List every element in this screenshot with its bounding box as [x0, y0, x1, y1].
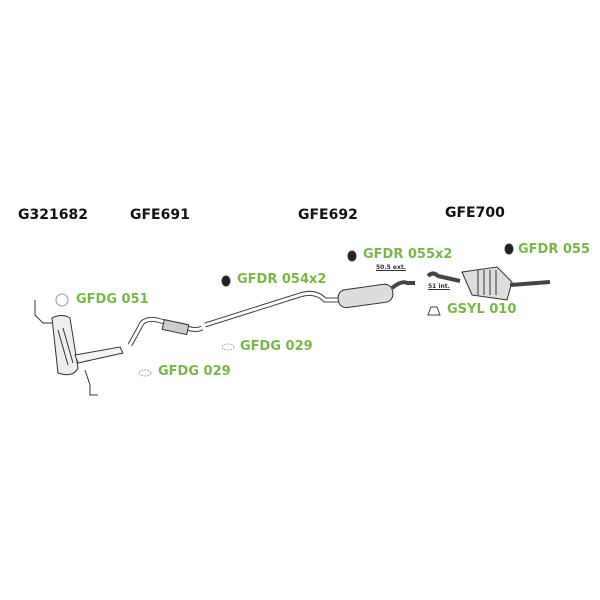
part-label: GFDR 054x2 — [237, 272, 327, 287]
rubber-hanger-icon — [347, 250, 357, 262]
rubber-hanger-icon — [221, 275, 231, 287]
part-label: GFDG 029 — [158, 364, 231, 379]
section-code-gfe691: GFE691 — [130, 207, 190, 223]
middle-pipe — [204, 280, 415, 328]
section-code-g321682: G321682 — [18, 207, 88, 223]
front-pipe — [127, 316, 204, 347]
dimension-int: 51 int. — [428, 283, 450, 290]
part-label: GFDG 051 — [76, 292, 149, 307]
rubber-hanger-icon — [504, 243, 514, 255]
part-label: GSYL 010 — [447, 302, 517, 317]
catalytic-converter — [34, 300, 124, 396]
part-label: GFDR 055 — [518, 242, 591, 257]
part-label: GFDG 029 — [240, 339, 313, 354]
clamp-icon — [427, 306, 441, 316]
part-label: GFDR 055x2 — [363, 247, 453, 262]
rear-silencer — [426, 266, 551, 301]
section-code-gfe700: GFE700 — [445, 205, 505, 221]
gasket-icon — [138, 369, 152, 377]
gasket-ring-icon — [55, 293, 69, 307]
gasket-icon — [221, 343, 235, 351]
section-code-gfe692: GFE692 — [298, 207, 358, 223]
dimension-ext: 50.5 ext. — [376, 264, 406, 271]
